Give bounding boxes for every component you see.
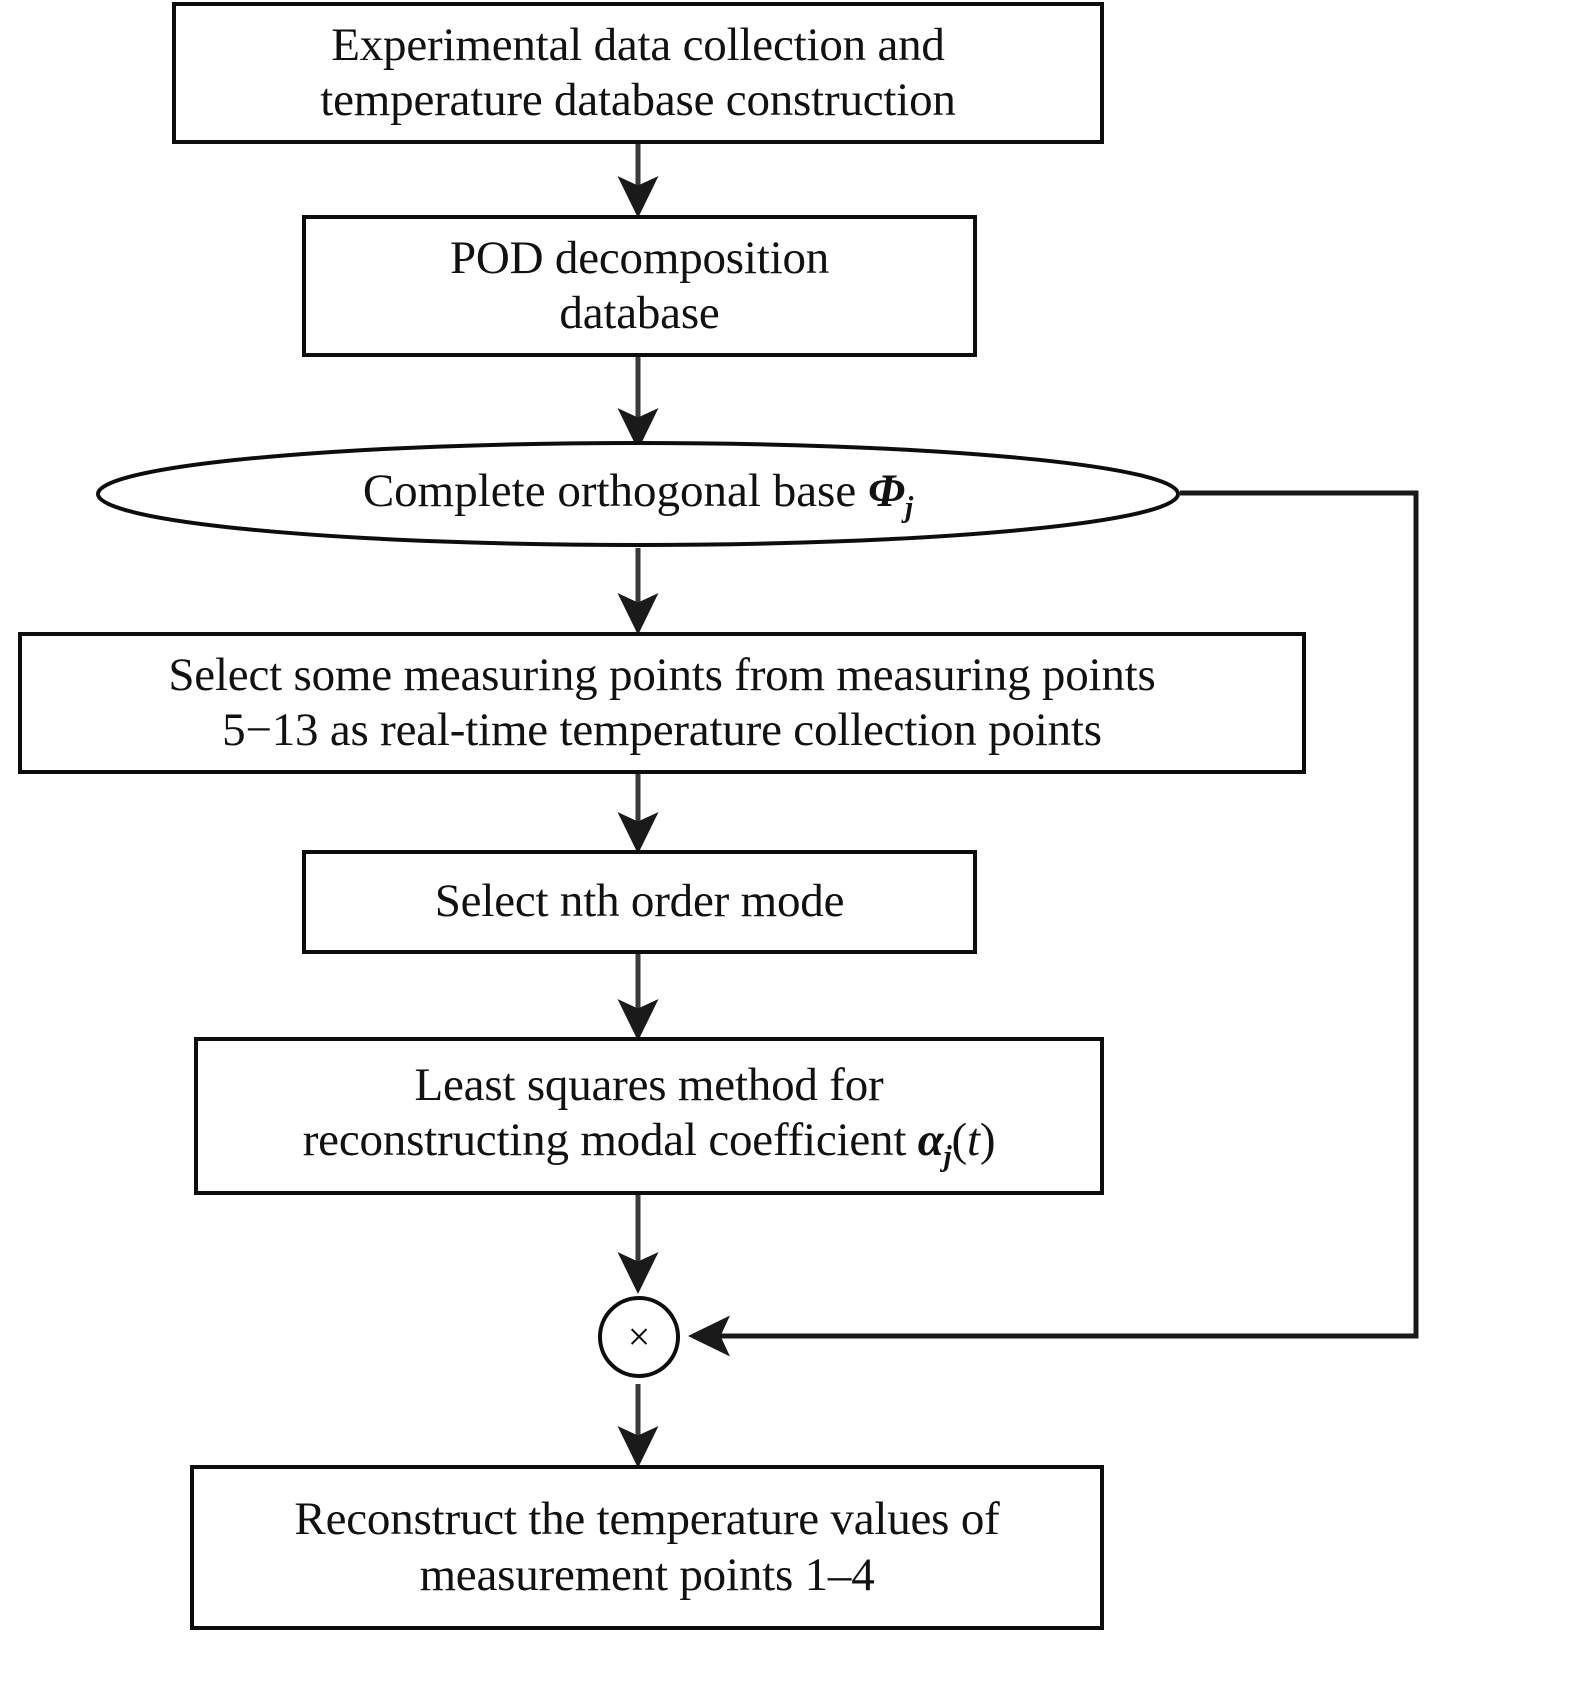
node-select-mode-label: Select nth order mode (434, 875, 845, 928)
orthogonal-base-symbol-phi: Φ (867, 464, 906, 517)
node-select-points-label: Select some measuring points from measur… (168, 648, 1156, 756)
node-select-points[interactable]: Select some measuring points from measur… (18, 632, 1306, 774)
node-pod-decomposition[interactable]: POD decomposition database (302, 215, 977, 357)
multiply-icon: × (627, 1314, 651, 1359)
least-squares-symbol-alpha: α (917, 1114, 944, 1167)
node-select-mode[interactable]: Select nth order mode (302, 850, 977, 954)
orthogonal-base-label-prefix: Complete orthogonal base (362, 464, 868, 517)
orthogonal-base-subscript-j: j (905, 490, 914, 523)
node-data-collection[interactable]: Experimental data collection and tempera… (172, 2, 1104, 144)
node-reconstruct-label: Reconstruct the temperature values of me… (294, 1493, 1000, 1601)
node-multiply-operator[interactable]: × (598, 1296, 680, 1378)
least-squares-paren-close: ) (979, 1114, 996, 1167)
node-orthogonal-base[interactable]: Complete orthogonal base Φj (95, 440, 1181, 548)
node-orthogonal-base-textwrap: Complete orthogonal base Φj (95, 440, 1181, 548)
least-squares-paren-open: ( (951, 1114, 968, 1167)
node-pod-decomposition-label: POD decomposition database (449, 231, 830, 339)
least-squares-var-t: t (966, 1114, 980, 1167)
least-squares-line1: Least squares method for (414, 1058, 884, 1111)
node-data-collection-label: Experimental data collection and tempera… (320, 18, 956, 126)
least-squares-line2-prefix: reconstructing modal coefficient (302, 1114, 918, 1167)
node-reconstruct[interactable]: Reconstruct the temperature values of me… (190, 1465, 1104, 1630)
orthogonal-base-ellipse-outline (96, 441, 1180, 547)
node-orthogonal-base-label: Complete orthogonal base Φj (363, 464, 913, 525)
least-squares-subscript-j: j (943, 1140, 952, 1173)
